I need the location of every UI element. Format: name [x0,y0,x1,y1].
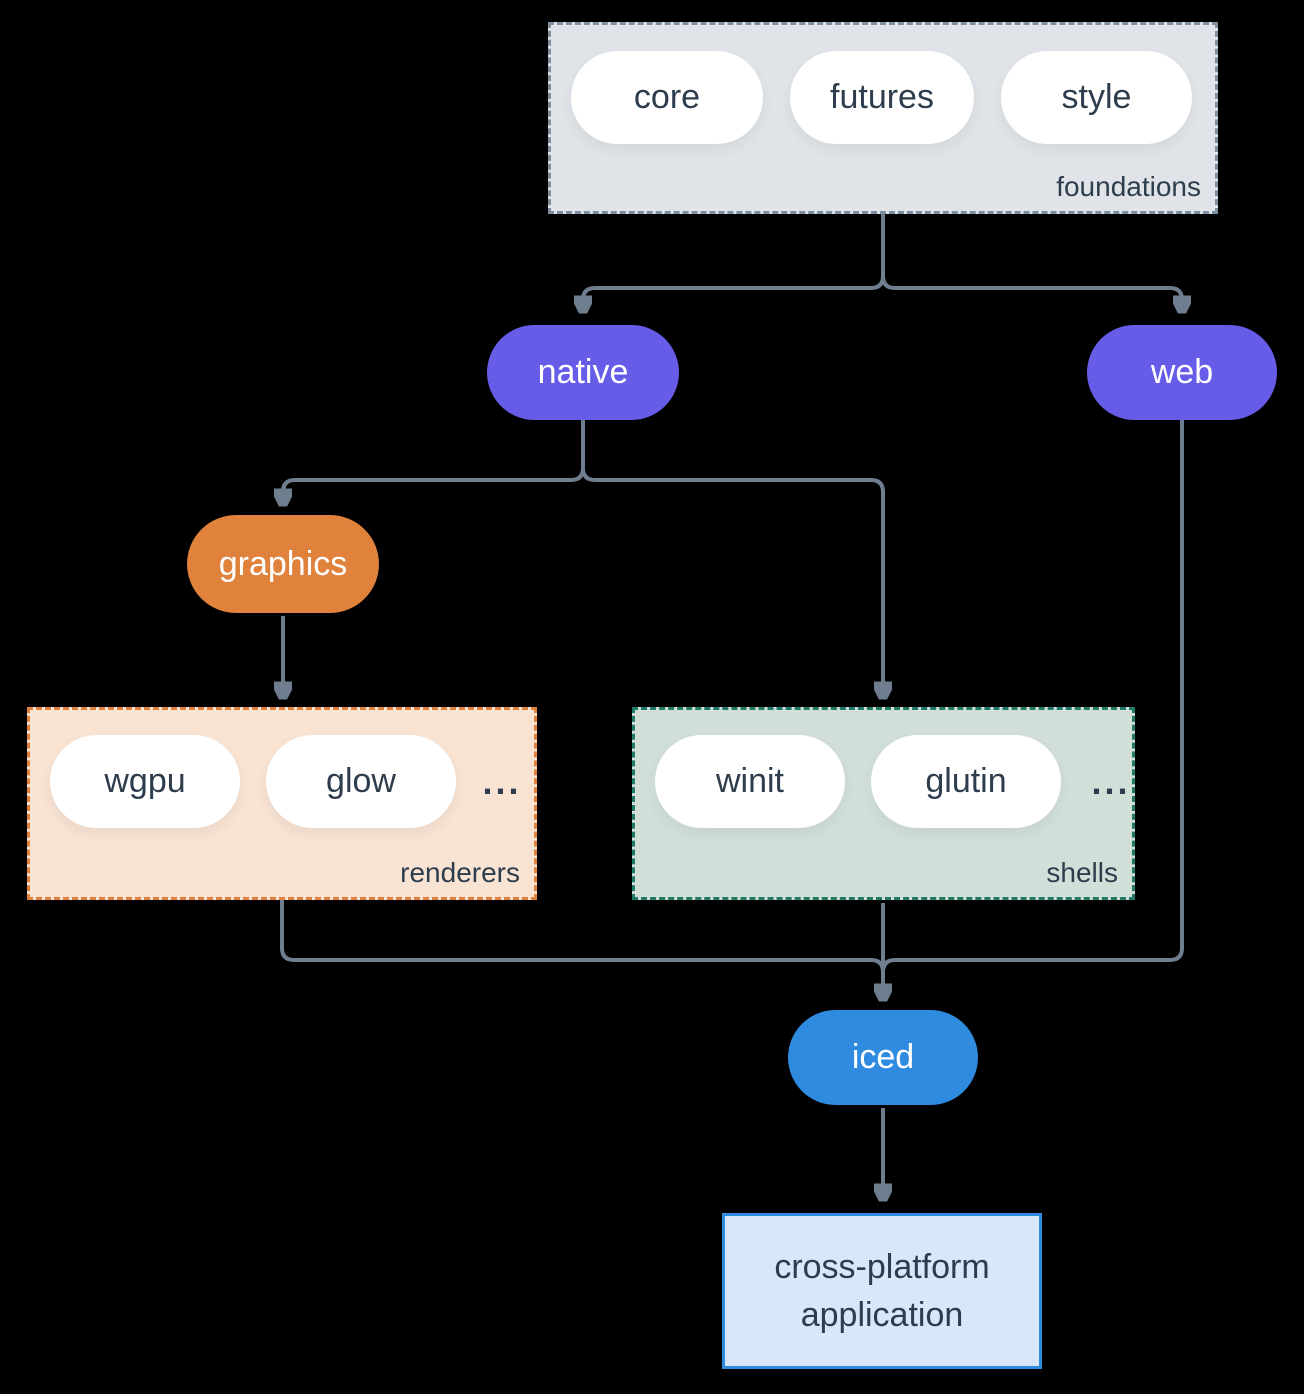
node-cross-platform-application: cross-platform application [722,1213,1042,1369]
edge-foundations-native [583,214,885,310]
group-label-renderers: renderers [400,857,520,888]
edge-foundations-web [881,214,1182,310]
group-foundations: core futures style foundations [548,22,1218,214]
group-label-foundations: foundations [1056,171,1201,202]
group-shells: winit glutin ... shells [632,707,1135,900]
group-label-shells: shells [1046,857,1118,888]
node-winit: winit [655,735,845,828]
node-style: style [1001,51,1192,144]
node-web: web [1087,325,1277,420]
node-graphics: graphics [187,515,379,613]
edge-native-graphics [283,420,585,503]
node-core: core [571,51,763,144]
node-iced: iced [788,1010,978,1105]
node-futures: futures [790,51,974,144]
node-native: native [487,325,679,420]
edge-renderers-merge [280,900,885,973]
node-glutin: glutin [871,735,1061,828]
edge-native-shells [581,467,883,696]
renderers-ellipsis: ... [482,760,522,802]
shells-ellipsis: ... [1091,760,1131,802]
node-glow: glow [266,735,456,828]
group-renderers: wgpu glow ... renderers [27,707,537,900]
node-wgpu: wgpu [50,735,240,828]
